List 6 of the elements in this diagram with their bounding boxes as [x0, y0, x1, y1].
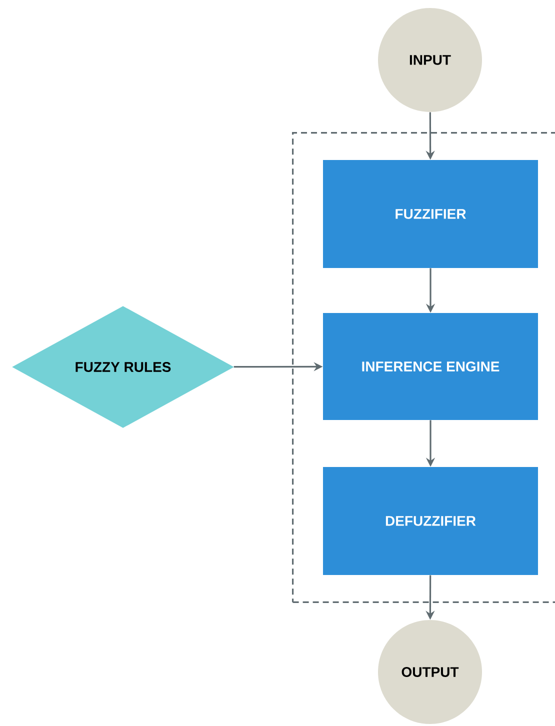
process-box: INFERENCE ENGINE	[323, 313, 538, 420]
dashed-frame	[292, 132, 555, 603]
process-box: DEFUZZIFIER	[323, 467, 538, 575]
circle-node: OUTPUT	[378, 620, 482, 724]
circle-node: INPUT	[378, 8, 482, 112]
process-box: FUZZIFIER	[323, 160, 538, 268]
